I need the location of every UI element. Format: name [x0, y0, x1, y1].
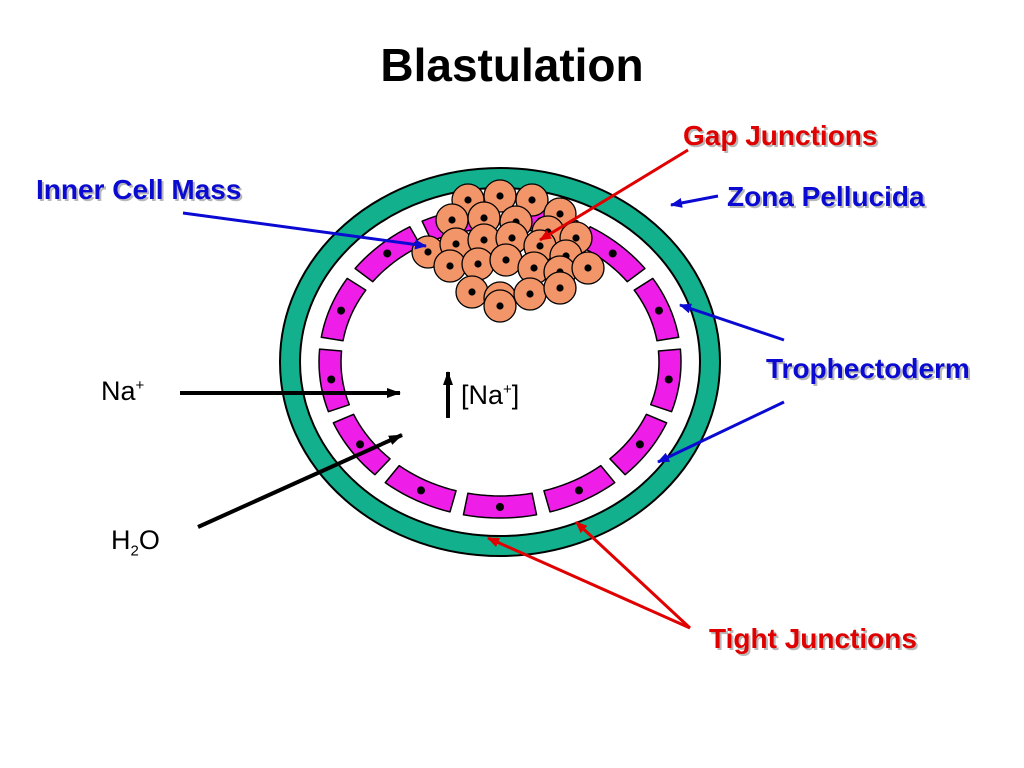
inner-cell-nucleus: [556, 210, 564, 218]
inner-cell-nucleus: [536, 242, 544, 250]
na-charge: +: [135, 377, 145, 394]
label-zona-pellucida: Zona Pellucida: [727, 181, 925, 212]
trophectoderm-nucleus: [383, 249, 392, 258]
inner-cell-nucleus: [468, 288, 476, 296]
inner-cell-nucleus: [556, 284, 564, 292]
arrow-water-influx: [197, 433, 403, 529]
inner-cell-nucleus: [496, 302, 504, 310]
label-inner-cell-mass: Inner Cell Mass: [36, 174, 242, 205]
inner-cell-nucleus: [572, 234, 580, 242]
inner-cell-nucleus: [452, 240, 460, 248]
inner-cell-nucleus: [496, 192, 504, 200]
trophectoderm-nucleus: [635, 440, 644, 449]
arrow-trophectoderm-lower: [657, 400, 785, 464]
trophectoderm-nucleus: [327, 375, 336, 384]
label-water: H2O: [111, 525, 160, 559]
label-trophectoderm: Trophectoderm: [766, 353, 970, 384]
trophectoderm-nucleus: [654, 306, 663, 315]
trophectoderm-layer: [318, 205, 682, 519]
arrow-tight-junction-1: [487, 536, 691, 630]
inner-cell-nucleus: [474, 260, 482, 268]
arrow-gap-junctions: [539, 148, 689, 242]
trophectoderm-nucleus: [608, 249, 617, 258]
trophectoderm-nucleus: [496, 503, 504, 511]
bracket-open: [: [461, 380, 469, 410]
water-h: H: [111, 525, 131, 555]
na-symbol: Na: [101, 376, 136, 406]
trophectoderm-nucleus: [337, 306, 346, 315]
arrow-tight-junction-2: [574, 520, 692, 630]
water-o: O: [138, 525, 160, 555]
inner-cell-nucleus: [526, 290, 534, 298]
inner-cell-nucleus: [528, 196, 536, 204]
label-gap-junctions: Gap Junctions: [683, 120, 878, 151]
water-sub: 2: [130, 542, 139, 560]
na-symbol: Na: [468, 380, 504, 410]
trophectoderm-nucleus: [416, 486, 425, 495]
trophectoderm-nucleus: [356, 440, 365, 449]
inner-cell-nucleus: [584, 264, 592, 272]
inner-cell-nucleus: [530, 264, 538, 272]
slide-title: Blastulation: [380, 39, 644, 91]
inner-cell-nucleus: [446, 262, 454, 270]
arrow-inner-cell-mass: [182, 211, 427, 250]
bracket-close: ]: [511, 380, 520, 410]
label-na-ion: Na+: [101, 378, 144, 405]
inner-cell-nucleus: [480, 214, 488, 222]
inner-cell-nucleus: [508, 234, 516, 242]
arrow-zona-pellucida: [670, 194, 719, 208]
inner-cell-nucleus: [480, 236, 488, 244]
trophectoderm-nucleus: [575, 486, 584, 495]
na-charge: +: [503, 381, 512, 398]
inner-cell-nucleus: [424, 248, 432, 256]
label-tight-junctions: Tight Junctions: [709, 623, 917, 654]
trophectoderm-nucleus: [664, 375, 673, 384]
label-na-concentration: [Na+]: [461, 382, 519, 409]
inner-cell-nucleus: [502, 256, 510, 264]
inner-cell-nucleus: [448, 216, 456, 224]
arrow-trophectoderm-upper: [679, 303, 785, 342]
inner-cell-nucleus: [464, 196, 472, 204]
